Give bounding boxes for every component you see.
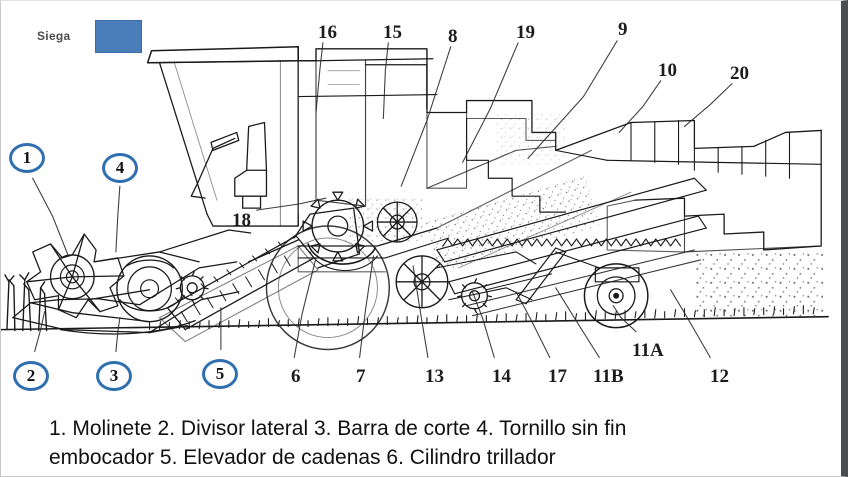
circled-callout-2: 2 bbox=[13, 361, 49, 391]
callout-9: 9 bbox=[618, 19, 628, 40]
callout-10: 10 bbox=[658, 60, 677, 81]
callout-7: 7 bbox=[356, 366, 366, 387]
caption-line-1: 1. Molinete 2. Divisor lateral 3. Barra … bbox=[49, 417, 627, 441]
legend-label: Siega bbox=[37, 29, 71, 43]
circled-callout-4: 4 bbox=[102, 153, 138, 183]
circled-callout-3: 3 bbox=[96, 361, 132, 391]
callout-18: 18 bbox=[232, 210, 251, 231]
callout-13: 13 bbox=[425, 366, 444, 387]
callout-11B: 11B bbox=[593, 366, 624, 387]
callout-16: 16 bbox=[318, 22, 337, 43]
circled-callout-1: 1 bbox=[9, 143, 45, 173]
callout-15: 15 bbox=[383, 22, 402, 43]
circled-callout-5: 5 bbox=[202, 359, 238, 389]
caption: 1. Molinete 2. Divisor lateral 3. Barra … bbox=[1, 415, 841, 472]
legend-color-swatch bbox=[95, 20, 142, 53]
callout-17: 17 bbox=[548, 366, 567, 387]
callout-19: 19 bbox=[516, 22, 535, 43]
callout-11A: 11A bbox=[632, 340, 664, 361]
caption-line-2: embocador 5. Elevador de cadenas 6. Cili… bbox=[49, 445, 556, 469]
callout-20: 20 bbox=[730, 63, 749, 84]
callout-12: 12 bbox=[710, 366, 729, 387]
callout-8: 8 bbox=[448, 26, 458, 47]
callout-6: 6 bbox=[291, 366, 301, 387]
callout-14: 14 bbox=[492, 366, 511, 387]
